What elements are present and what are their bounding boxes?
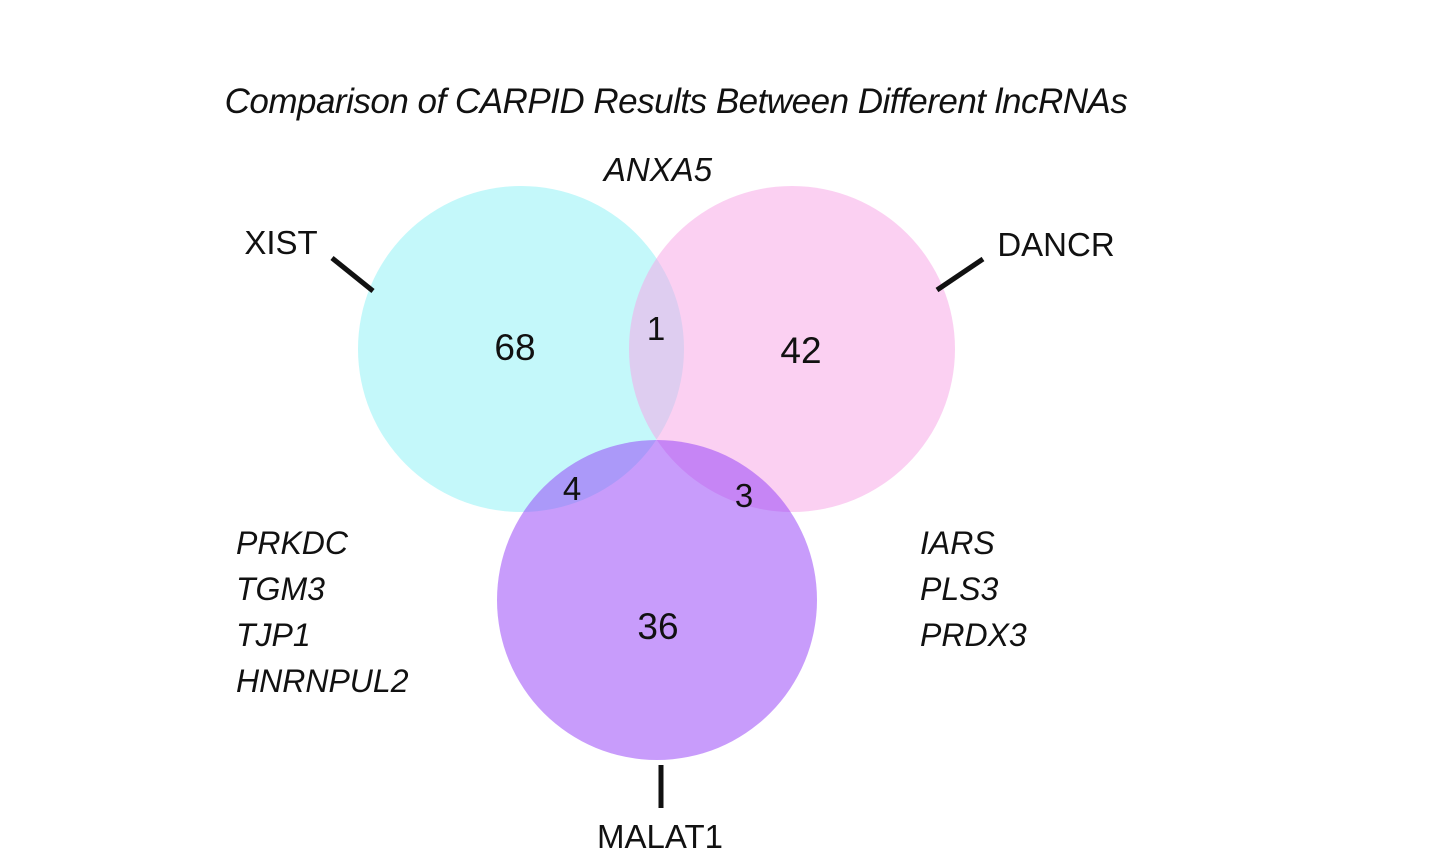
- gene-list-item: TJP1: [236, 617, 311, 653]
- gene-list-item: PRDX3: [920, 617, 1027, 653]
- xist-malat1-gene-list: PRKDC TGM3 TJP1 HNRNPUL2: [236, 520, 408, 704]
- gene-list-item: PLS3: [920, 571, 999, 607]
- malat1-unique-count: 36: [637, 606, 679, 647]
- anxa5-gene-label: ANXA5: [603, 151, 713, 188]
- gene-list-item: IARS: [920, 525, 995, 561]
- xist-circle: [358, 186, 684, 512]
- xist-pointer-line: [330, 256, 375, 293]
- xist-malat1-overlap-count: 4: [562, 470, 582, 507]
- gene-list-item: TGM3: [236, 571, 325, 607]
- dancr-pointer-line: [935, 256, 985, 293]
- dancr-malat1-gene-list: IARS PLS3 PRDX3: [920, 520, 1027, 658]
- gene-list-item: HNRNPUL2: [236, 663, 409, 699]
- dancr-malat1-overlap-count: 3: [734, 477, 754, 514]
- figure-title: Comparison of CARPID Results Between Dif…: [224, 82, 1128, 121]
- dancr-unique-count: 42: [780, 330, 822, 371]
- xist-set-label: XIST: [244, 224, 318, 261]
- malat1-set-label: MALAT1: [597, 818, 723, 855]
- malat1-circle: [497, 440, 817, 760]
- dancr-circle: [629, 186, 955, 512]
- xist-dancr-overlap-count: 1: [646, 310, 666, 347]
- dancr-set-label: DANCR: [997, 226, 1115, 263]
- xist-unique-count: 68: [494, 327, 536, 368]
- gene-list-item: PRKDC: [236, 525, 349, 561]
